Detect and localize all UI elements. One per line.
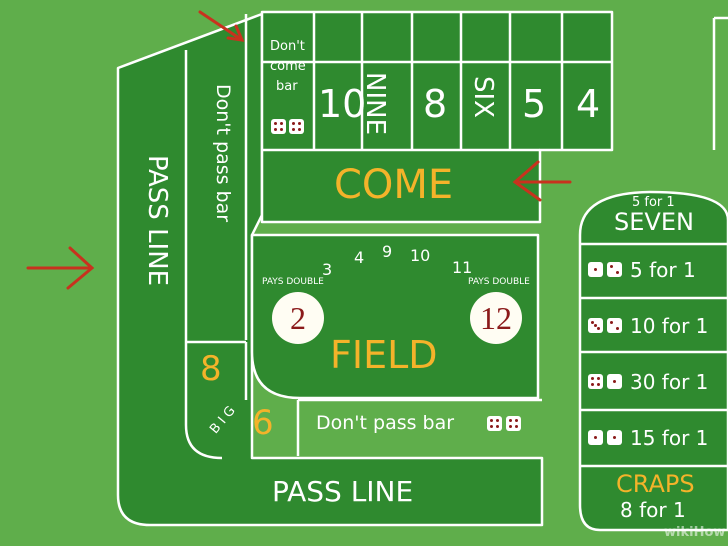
field-number-4: 4 — [354, 248, 365, 267]
dont-come-bar-line1[interactable]: Don't — [270, 39, 305, 54]
point-8[interactable]: 8 — [423, 82, 448, 126]
point-4[interactable]: 4 — [576, 82, 601, 126]
field-twelve-badge[interactable]: 12 — [470, 292, 522, 344]
die-icon — [588, 430, 603, 445]
pays-double-left: PAYS DOUBLE — [262, 277, 324, 287]
field-number-9: 9 — [382, 242, 393, 261]
craps-label[interactable]: CRAPS — [616, 470, 695, 498]
dont-come-bar-line3: bar — [276, 79, 298, 94]
watermark-logo: wikiHow — [664, 525, 726, 540]
die-icon — [588, 318, 603, 333]
pays-double-right: PAYS DOUBLE — [468, 277, 530, 287]
seven-caption: 5 for 1 — [632, 195, 675, 210]
field-two-badge[interactable]: 2 — [272, 292, 324, 344]
prop-odds: 5 for 1 — [630, 258, 696, 282]
field-number-3: 3 — [322, 260, 333, 279]
die-icon — [271, 119, 286, 134]
die-icon — [607, 262, 622, 277]
come-label[interactable]: COME — [334, 162, 454, 208]
dont-come-bar-line2: come — [270, 59, 306, 74]
field-number-10: 10 — [410, 246, 431, 265]
die-icon — [487, 416, 502, 431]
craps-odds: 8 for 1 — [620, 498, 686, 522]
dont-pass-bar-bottom[interactable]: Don't pass bar — [316, 412, 455, 434]
dont-pass-bar-vertical[interactable]: Don't pass bar — [212, 84, 234, 223]
point-nine[interactable]: NINE — [360, 72, 390, 135]
field-label[interactable]: FIELD — [330, 333, 438, 377]
die-icon — [506, 416, 521, 431]
die-icon — [289, 119, 304, 134]
big-eight[interactable]: 8 — [200, 349, 222, 389]
pass-line-bottom[interactable]: PASS LINE — [272, 475, 414, 508]
die-icon — [607, 430, 622, 445]
prop-odds: 30 for 1 — [630, 370, 709, 394]
die-icon — [607, 374, 622, 389]
field-number-11: 11 — [452, 258, 473, 277]
point-10[interactable]: 10 — [318, 82, 367, 126]
big-six[interactable]: 6 — [252, 403, 274, 443]
pass-line-vertical[interactable]: PASS LINE — [142, 155, 172, 287]
prop-odds: 15 for 1 — [630, 426, 709, 450]
die-icon — [588, 262, 603, 277]
prop-odds: 10 for 1 — [630, 314, 709, 338]
die-icon — [588, 374, 603, 389]
point-six[interactable]: SIX — [468, 76, 498, 118]
die-icon — [607, 318, 622, 333]
point-5[interactable]: 5 — [522, 82, 547, 126]
seven-label[interactable]: SEVEN — [614, 208, 694, 236]
